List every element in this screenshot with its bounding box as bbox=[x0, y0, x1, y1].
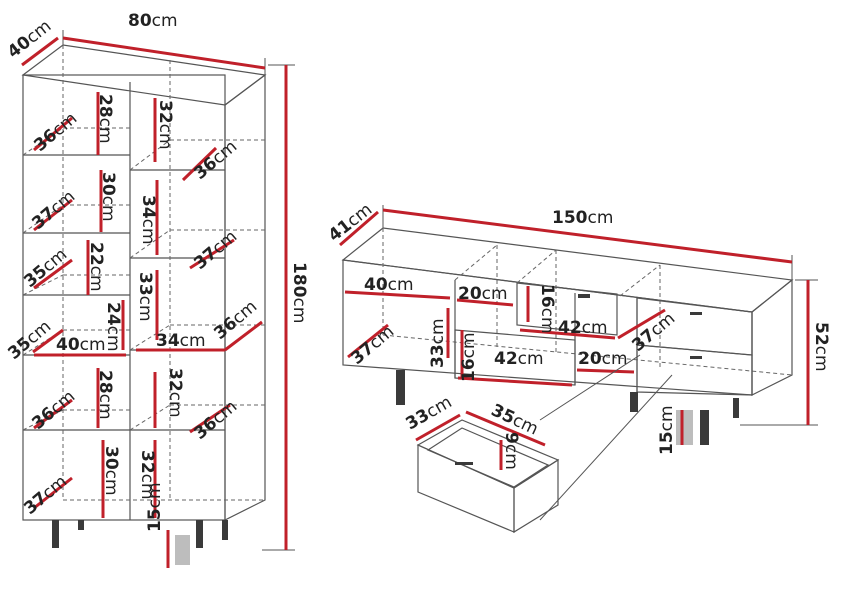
tv-leg bbox=[396, 370, 405, 405]
inner-label: 34cm bbox=[138, 195, 158, 245]
inner-label: 15cm bbox=[145, 482, 165, 532]
callout-line bbox=[539, 374, 673, 521]
tv-top-face bbox=[341, 227, 794, 313]
tv-inner-label: 37cm bbox=[347, 322, 398, 369]
inner-label: 37cm bbox=[20, 472, 71, 519]
shelf-leg bbox=[222, 520, 228, 540]
inner-label: 36cm bbox=[190, 137, 241, 184]
tv-drawer-bottom bbox=[454, 329, 576, 386]
inner-label: 32cm bbox=[137, 450, 157, 500]
tv-width-label: 150cm bbox=[552, 208, 613, 228]
bookshelf-drawing bbox=[21, 44, 267, 565]
shelf-width-label: 80cm bbox=[128, 11, 178, 31]
tv-drawer-right2 bbox=[636, 344, 753, 396]
shelf-leg bbox=[196, 520, 203, 548]
tv-leg bbox=[700, 410, 709, 445]
tv-inner-labels: 40cm 20cm 16cm 42cm 37cm 37cm 33cm 16cm … bbox=[347, 275, 679, 455]
inner-label: 32cm bbox=[165, 368, 185, 418]
tv-depth-line bbox=[339, 210, 379, 247]
tv-leg-detail bbox=[676, 410, 693, 445]
tv-inner-label: 42cm bbox=[558, 318, 608, 338]
inner-label: 33cm bbox=[135, 272, 155, 322]
shelf-width-line bbox=[62, 36, 266, 70]
drawer-dimensions: 33cm 35cm 9cm bbox=[403, 392, 546, 470]
inner-label: 28cm bbox=[95, 370, 115, 420]
inner-label: 37cm bbox=[190, 227, 241, 274]
inner-label: 22cm bbox=[86, 242, 106, 292]
callout-line bbox=[539, 354, 641, 421]
tv-inner-label: 20cm bbox=[578, 349, 628, 369]
bookshelf-inner-labels: 28cm 32cm 36cm 36cm 37cm 30cm 34cm 37cm … bbox=[4, 94, 261, 532]
tv-inner-label: 42cm bbox=[494, 349, 544, 369]
shelf-leg bbox=[78, 520, 84, 530]
drawer-height-label: 9cm bbox=[501, 432, 521, 470]
shelf-leg-detail bbox=[175, 535, 190, 565]
tv-width-line bbox=[382, 208, 793, 264]
inner-label: 28cm bbox=[95, 94, 115, 144]
inner-label: 36cm bbox=[190, 397, 241, 444]
shelf-depth-line bbox=[21, 36, 59, 67]
inner-label: 35cm bbox=[20, 245, 71, 292]
tv-inner-label: 16cm bbox=[459, 332, 479, 382]
tv-leg bbox=[630, 392, 638, 412]
tv-drawer-top bbox=[516, 282, 618, 336]
inner-label: 32cm bbox=[155, 100, 175, 150]
bookshelf-dimensions: 80cm 40cm 180cm bbox=[4, 11, 309, 551]
inner-label: 24cm bbox=[103, 302, 123, 352]
tv-inner-label: 40cm bbox=[364, 275, 414, 295]
tv-inner-label: 16cm bbox=[537, 284, 557, 334]
tv-leg bbox=[733, 398, 739, 418]
inner-label: 30cm bbox=[101, 446, 121, 496]
inner-label: 36cm bbox=[30, 109, 81, 156]
shelf-height-label: 180cm bbox=[289, 262, 309, 323]
inner-label: 30cm bbox=[98, 172, 118, 222]
tv-inner-label: 33cm bbox=[428, 318, 448, 368]
bookshelf-inner-dimensions bbox=[32, 92, 263, 568]
shelf-side bbox=[224, 73, 266, 521]
inner-label: 37cm bbox=[28, 187, 79, 234]
tv-inner-label: 15cm bbox=[657, 405, 677, 455]
tv-height-label: 52cm bbox=[811, 322, 831, 372]
shelf-depth-label: 40cm bbox=[4, 16, 55, 62]
inner-label: 40cm bbox=[56, 335, 106, 355]
drawer-detail bbox=[416, 419, 560, 534]
inner-label: 36cm bbox=[210, 297, 261, 344]
tv-inner-label: 20cm bbox=[458, 284, 508, 304]
inner-label: 34cm bbox=[156, 331, 206, 351]
tv-side bbox=[751, 278, 793, 396]
shelf-leg bbox=[52, 520, 59, 548]
